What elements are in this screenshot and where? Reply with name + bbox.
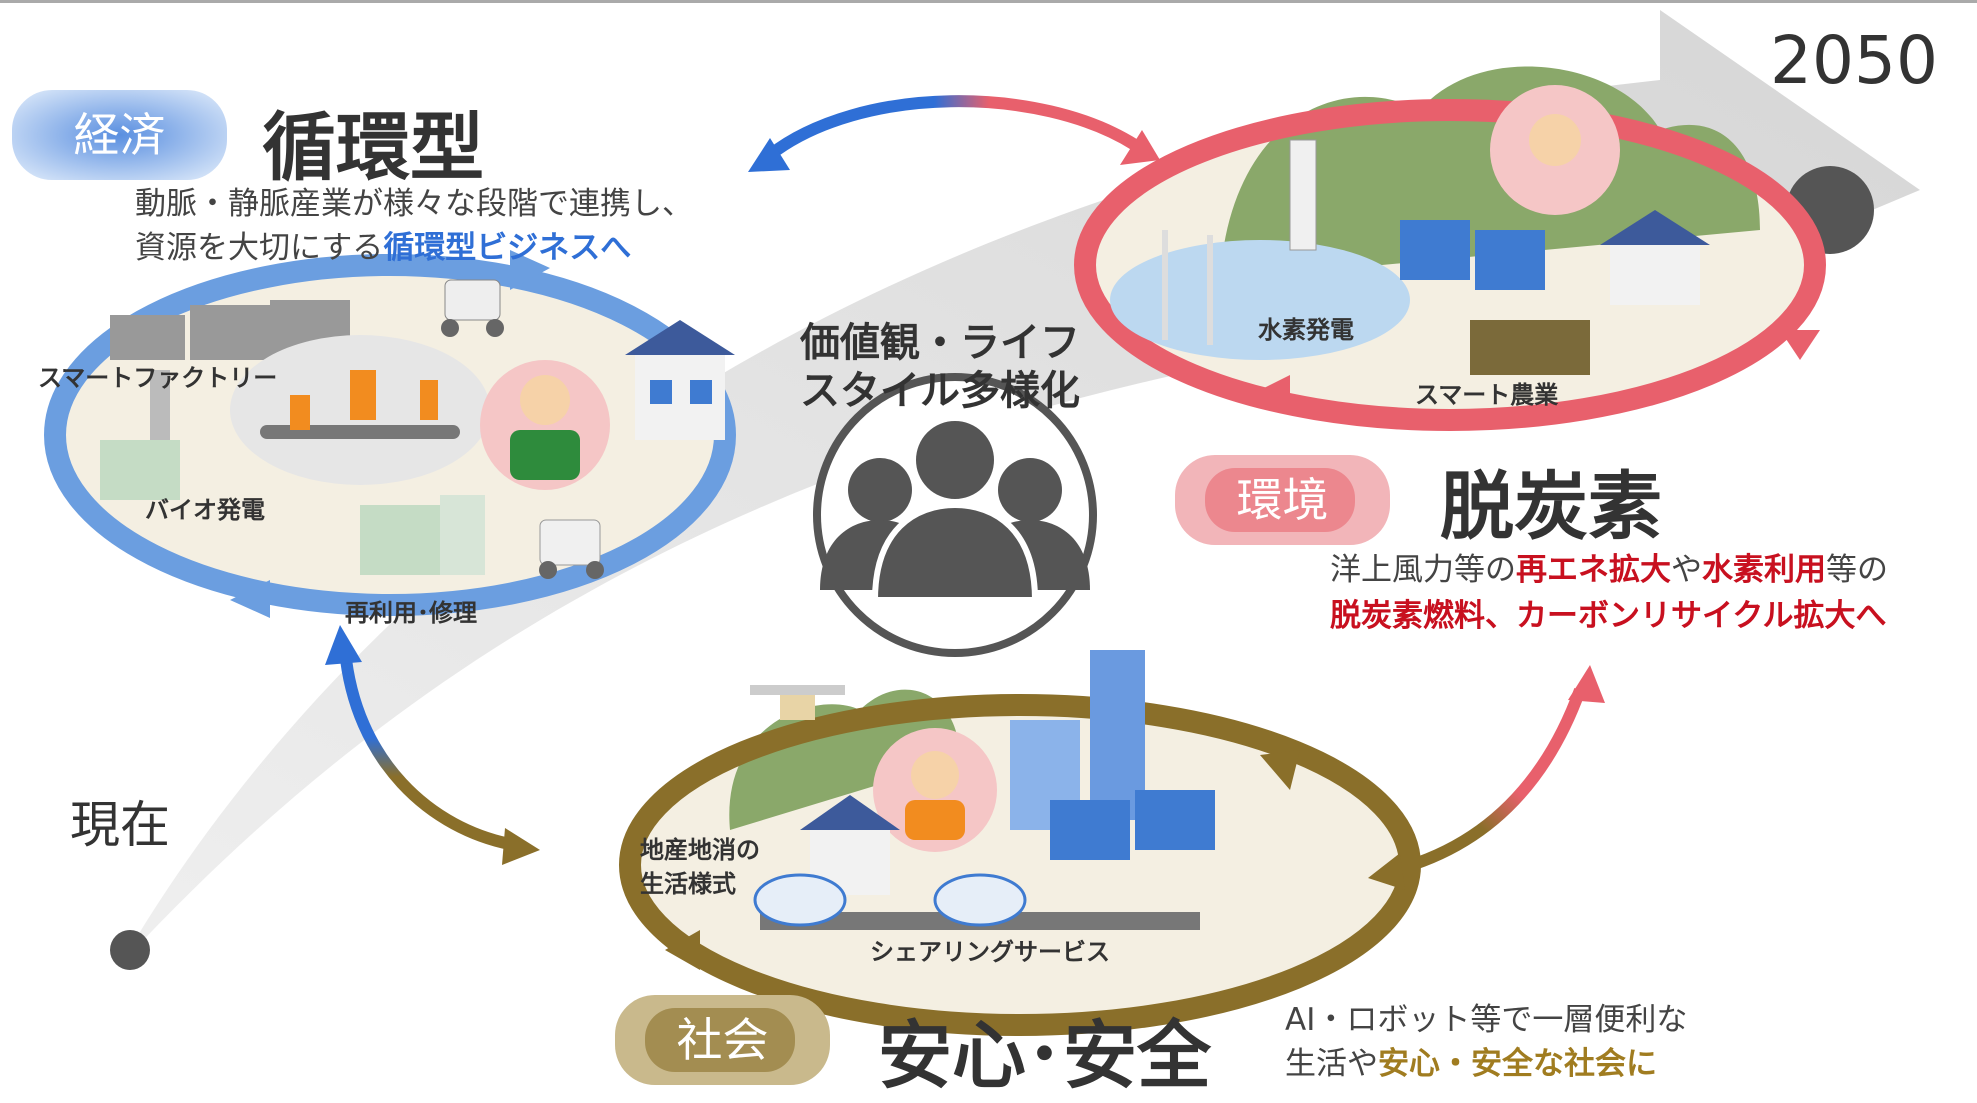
people-icon [813,373,1097,657]
now-label: 現在 [70,796,170,854]
arrow-economy-society [325,625,540,865]
society-tag-shape [615,995,830,1085]
label-sharing: シェアリングサービス [870,938,1110,966]
label-reuse: 再利用･修理 [345,599,477,627]
label-smart-agri: スマート農業 [1415,381,1559,409]
economy-desc-line2: 資源を大切にする循環型ビジネスへ [135,230,632,266]
economy-desc-line1: 動脈・静脈産業が様々な段階で連携し、 [135,186,693,222]
arrow-economy-environment [748,95,1160,172]
label-bio-power: バイオ発電 [145,496,265,524]
economy-tag: 経済 [73,108,166,162]
environment-desc-line2: 脱炭素燃料、カーボンリサイクル拡大へ [1330,598,1887,634]
environment-tag-shape [1175,455,1390,545]
label-hydrogen-power: 水素発電 [1258,316,1354,344]
top-border [0,0,1977,3]
center-label-line1: 価値観・ライフ [800,320,1080,366]
year-label: 2050 [1770,22,1938,99]
environment-tag: 環境 [1236,473,1329,527]
environment-desc-line1: 洋上風力等の再エネ拡大や水素利用等の [1330,552,1888,588]
society-title: 安心･安全 [878,1013,1211,1099]
economy-tag-shape [12,90,227,180]
economy-title: 循環型 [262,105,484,191]
label-local-life-1: 地産地消の [640,836,760,864]
economy-loop [44,250,736,618]
label-smart-factory: スマートファクトリー [38,364,278,392]
society-desc-line1: AI・ロボット等で一層便利な [1285,1002,1688,1038]
environment-title: 脱炭素 [1440,464,1662,550]
society-loop [619,650,1421,1036]
society-desc-line2: 生活や安心・安全な社会に [1285,1046,1657,1082]
label-local-life-2: 生活様式 [640,870,736,898]
arrow-environment-society [1368,665,1605,890]
center-label-line2: スタイル多様化 [800,368,1080,414]
environment-loop [1074,66,1826,431]
society-tag: 社会 [676,1013,769,1067]
